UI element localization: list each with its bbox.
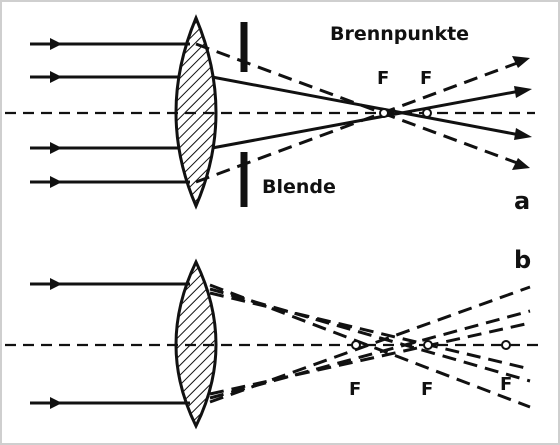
arrowhead [50, 397, 62, 409]
marginal-ray [195, 42, 521, 166]
arrowhead [514, 86, 532, 98]
focal-point-1-b [351, 340, 361, 350]
panel-a-label: a [514, 187, 530, 215]
panel-b: b F F F [5, 246, 540, 430]
paraxial-arrowheads-a [514, 86, 532, 140]
refracted-ray [209, 291, 531, 371]
paraxial-ray [211, 89, 521, 150]
incoming-arrowheads-b [50, 278, 62, 409]
arrowhead [50, 38, 62, 50]
paraxial-rays-a [211, 75, 521, 150]
arrowhead [50, 176, 62, 188]
focus-label-b2: F [421, 379, 433, 400]
focus-label-a2: F [420, 68, 432, 89]
focus-label-b3: F [500, 374, 512, 395]
focus-label-a1: F [377, 68, 389, 89]
aperture-label: Blende [262, 176, 336, 198]
arrowhead [50, 71, 62, 83]
marginal-arrowheads-a [512, 56, 530, 170]
marginal-rays-a [195, 42, 521, 184]
arrowhead [50, 278, 62, 290]
arrowhead [50, 142, 62, 154]
panel-b-label: b [514, 246, 531, 274]
incoming-rays-a [30, 42, 190, 184]
refracted-ray [209, 309, 531, 400]
focal-point-marginal-a [379, 108, 389, 118]
panel-a: Brennpunkte F F Blende a [5, 14, 535, 215]
focal-point-paraxial-a [422, 108, 432, 118]
focal-points-label: Brennpunkte [330, 23, 469, 45]
incoming-arrowheads-a [50, 38, 62, 188]
lens-a [174, 14, 218, 210]
refracted-rays-b [209, 283, 531, 409]
focal-point-2-b [423, 340, 433, 350]
focal-point-3-b [501, 340, 511, 350]
marginal-ray [195, 60, 521, 184]
paraxial-ray [211, 75, 521, 137]
incoming-rays-b [30, 282, 190, 405]
arrowhead [512, 56, 530, 68]
arrowhead [514, 128, 532, 140]
lens-b [174, 258, 218, 430]
focus-label-b1: F [349, 379, 361, 400]
refracted-ray [209, 321, 531, 396]
arrowhead [512, 158, 530, 170]
